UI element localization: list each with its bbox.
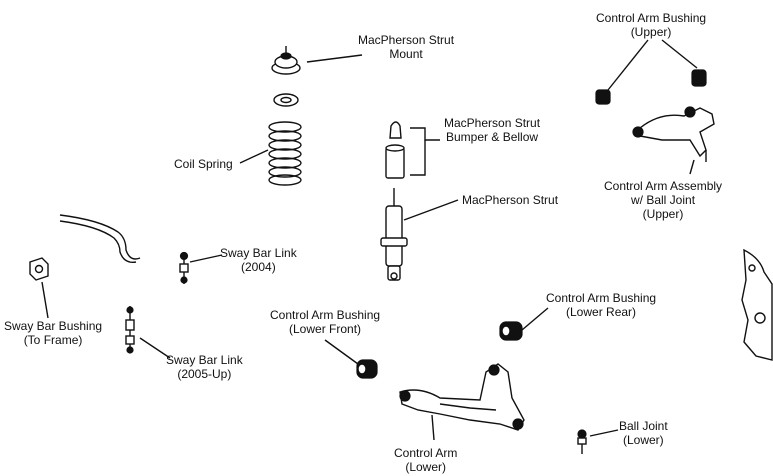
lower-ball-joint-part xyxy=(578,430,586,454)
sway-bar-bushing-part xyxy=(30,258,48,280)
sway-bar-link-2005-part xyxy=(126,306,134,353)
strut-mount-part xyxy=(272,46,300,106)
label-sway-bar-link-2005: Sway Bar Link(2005-Up) xyxy=(166,353,243,381)
label-sway-bar-bushing: Sway Bar Bushing(To Frame) xyxy=(4,319,102,347)
upper-control-arm-part xyxy=(633,107,714,162)
label-ball-joint-lower: Ball Joint(Lower) xyxy=(619,419,668,447)
sway-bar-link-2004-part xyxy=(180,252,188,284)
lower-control-arm-part xyxy=(400,364,524,430)
lower-front-bushing-part xyxy=(357,360,377,378)
strut-part xyxy=(381,188,407,280)
label-control-arm-bushing-lower-rear: Control Arm Bushing(Lower Rear) xyxy=(546,291,656,319)
strut-bumper-part xyxy=(386,122,404,178)
lower-rear-bushing-part xyxy=(500,322,522,340)
upper-bushings-part xyxy=(596,70,706,104)
steering-knuckle-part xyxy=(742,250,772,360)
coil-spring-part xyxy=(269,122,301,185)
label-control-arm-bushing-upper: Control Arm Bushing(Upper) xyxy=(596,11,706,39)
label-control-arm-lower: Control Arm(Lower) xyxy=(394,446,457,474)
sway-bar-part xyxy=(60,215,140,262)
label-control-arm-bushing-lower-front: Control Arm Bushing(Lower Front) xyxy=(270,308,380,336)
label-coil-spring: Coil Spring xyxy=(174,157,233,171)
label-sway-bar-link-2004: Sway Bar Link(2004) xyxy=(220,246,297,274)
label-strut: MacPherson Strut xyxy=(462,193,558,207)
